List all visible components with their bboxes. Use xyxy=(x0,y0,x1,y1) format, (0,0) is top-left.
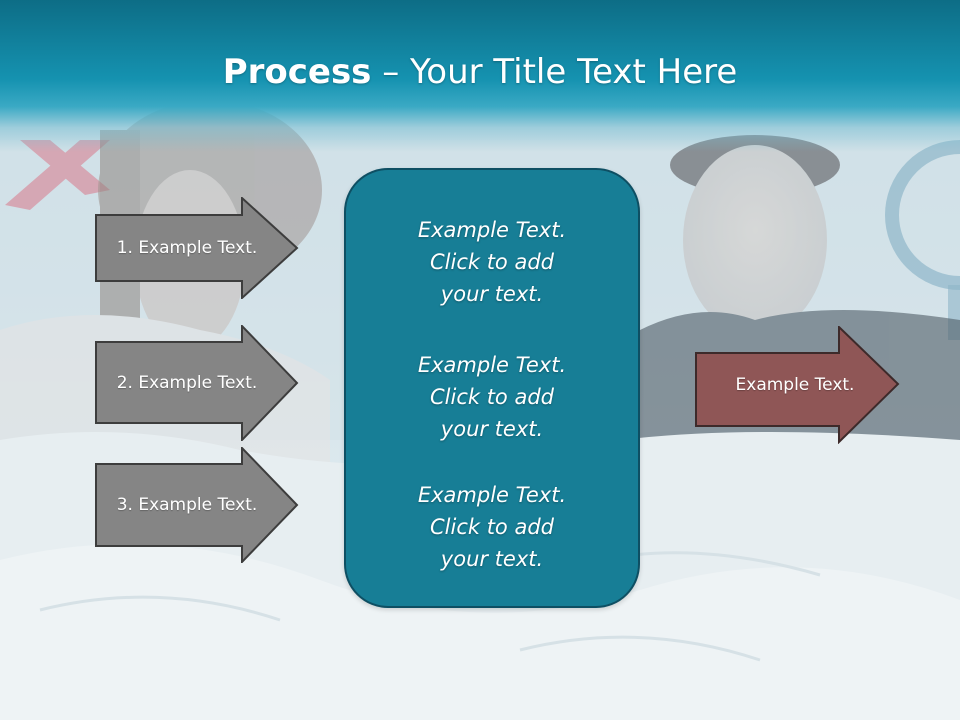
input-arrow-1[interactable]: 1. Example Text. xyxy=(95,195,299,301)
center-paragraph-2: Example Text. Click to add your text. xyxy=(346,349,638,445)
input-arrow-label: 2. Example Text. xyxy=(116,373,258,393)
input-arrow-3[interactable]: 3. Example Text. xyxy=(95,445,299,565)
title-bold: Process xyxy=(222,52,372,92)
paragraph-line: Click to add xyxy=(429,385,554,409)
paragraph-line: your text. xyxy=(440,547,544,571)
paragraph-line: your text. xyxy=(440,417,544,441)
center-text-box[interactable]: Example Text. Click to add your text. Ex… xyxy=(344,168,640,608)
paragraph-line: Example Text. xyxy=(417,218,567,242)
center-paragraph-3: Example Text. Click to add your text. xyxy=(346,479,638,575)
arrow-shape xyxy=(95,323,299,443)
paragraph-line: Click to add xyxy=(429,250,554,274)
paragraph-line: your text. xyxy=(440,282,544,306)
input-arrow-2[interactable]: 2. Example Text. xyxy=(95,323,299,443)
arrow-shape xyxy=(695,324,900,445)
paragraph-line: Example Text. xyxy=(417,483,567,507)
input-arrow-label: 1. Example Text. xyxy=(116,238,258,258)
output-arrow-label: Example Text. xyxy=(735,375,855,395)
title-rest: – Your Title Text Here xyxy=(371,52,738,92)
title-band xyxy=(0,0,960,152)
cross-decoration xyxy=(5,140,110,210)
paragraph-line: Example Text. xyxy=(417,353,567,377)
arrow-shape xyxy=(95,195,299,301)
output-arrow[interactable]: Example Text. xyxy=(695,324,900,445)
slide-title[interactable]: Process – Your Title Text Here xyxy=(0,52,960,92)
ring-decoration xyxy=(885,140,960,290)
arrow-shape xyxy=(95,445,299,565)
center-paragraph-1: Example Text. Click to add your text. xyxy=(346,214,638,310)
paragraph-line: Click to add xyxy=(429,515,554,539)
input-arrow-label: 3. Example Text. xyxy=(116,495,258,515)
